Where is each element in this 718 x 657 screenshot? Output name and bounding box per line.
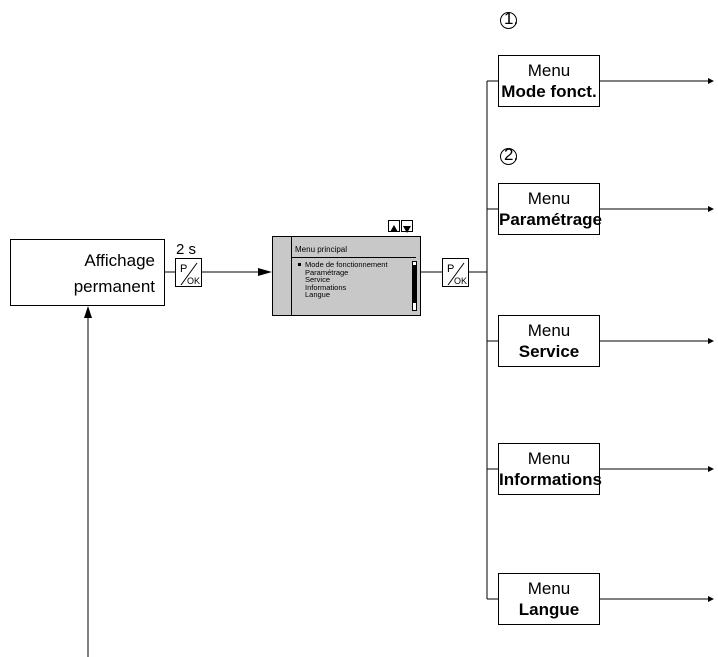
screen-menu-item[interactable]: Service [305,275,331,284]
screen-divider [291,257,416,258]
menu-label: Menu [527,449,571,468]
down-arrow-icon[interactable] [401,220,413,233]
permanent-display-box: Affichage permanent [10,239,165,306]
key-bottom-letters: OK [187,276,200,286]
up-arrow-icon[interactable] [388,220,400,232]
main-menu-screen: Menu principal Mode de fonctionnement Pa… [272,236,421,316]
screen-menu-item[interactable]: Informations [305,282,347,292]
menu-box-mode[interactable]: Menu Mode fonct. [498,55,600,107]
menu-name: Informations [499,470,602,489]
key-top-letter: P [447,263,454,275]
menu-name: Langue [518,600,580,619]
menu-box-informations[interactable]: Menu Informations [498,443,602,495]
menu-box-service[interactable]: Menu Service [498,315,600,367]
menu-name: Service [518,342,580,361]
p-ok-key-icon[interactable]: P OK [175,258,202,287]
p-ok-key-icon[interactable]: P OK [442,258,469,287]
menu-label: Menu [527,61,571,80]
step-number-1: 1. [504,9,519,28]
screen-divider-vertical [291,237,292,315]
menu-box-parametrage[interactable]: Menu Paramétrage [498,183,603,235]
hold-time-label: 2 s [176,241,197,258]
step-number-circle [500,12,517,29]
step-number-circle [500,148,517,165]
menu-box-langue[interactable]: Menu Langue [498,573,600,625]
screen-menu-item[interactable]: Paramétrage [305,267,349,277]
key-bottom-letters: OK [454,276,467,286]
permanent-display-line2: permanent [73,277,155,296]
menu-name: Mode fonct. [501,82,597,101]
screen-title: Menu principal [295,245,348,254]
menu-name: Paramétrage [499,210,603,229]
menu-label: Menu [527,189,571,208]
key-top-letter: P [180,263,187,275]
screen-menu-item[interactable]: Langue [305,290,331,299]
screen-menu-item[interactable]: Mode de fonctionnement [297,261,388,269]
menu-label: Menu [527,579,571,598]
menu-label: Menu [527,321,571,340]
step-number-2: 2. [504,145,519,164]
screen-scrollbar-thumb[interactable] [412,265,417,303]
permanent-display-line1: Affichage [84,251,155,270]
screen-menu-list: Mode de fonctionnement Paramétrage Servi… [297,261,388,299]
